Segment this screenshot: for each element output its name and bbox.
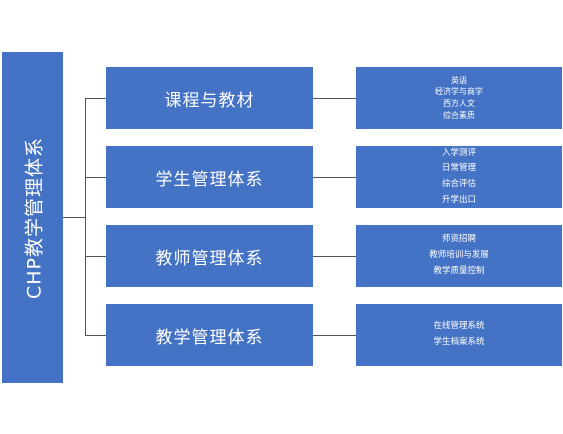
detail-item: 在线管理系统 <box>433 321 485 332</box>
detail-item: 综合评估 <box>441 179 476 189</box>
detail-node-student-management: 入学测评 日常管理 综合评估 升学出口 <box>356 146 562 208</box>
detail-node-teaching-management: 在线管理系统 学生档案系统 <box>356 304 562 366</box>
detail-item: 教学质量控制 <box>433 265 485 276</box>
detail-item: 英语 <box>451 75 467 85</box>
detail-node-teacher-management: 师资招聘 教师培训与发展 教学质量控制 <box>356 225 562 287</box>
root-label: CHP教学管理体系 <box>23 136 45 299</box>
root-node: CHP教学管理体系 <box>2 52 63 383</box>
detail-item: 综合素质 <box>443 110 475 120</box>
branch-node-student-management: 学生管理体系 <box>106 146 313 208</box>
detail-node-courses-materials: 英语 经济学与商学 西方人文 综合素质 <box>356 67 562 129</box>
detail-item: 师资招聘 <box>441 234 476 245</box>
detail-item: 学生档案系统 <box>433 337 485 347</box>
detail-item: 入学测评 <box>441 147 476 158</box>
branch-node-courses-materials: 课程与教材 <box>106 67 313 129</box>
branch-node-teacher-management: 教师管理体系 <box>106 225 313 287</box>
detail-item: 教师培训与发展 <box>429 250 489 261</box>
detail-item: 西方人文 <box>443 99 475 108</box>
detail-item: 日常管理 <box>441 163 476 174</box>
branch-node-teaching-management: 教学管理体系 <box>106 304 313 366</box>
detail-item: 升学出口 <box>441 194 476 205</box>
detail-item: 经济学与商学 <box>435 87 483 97</box>
